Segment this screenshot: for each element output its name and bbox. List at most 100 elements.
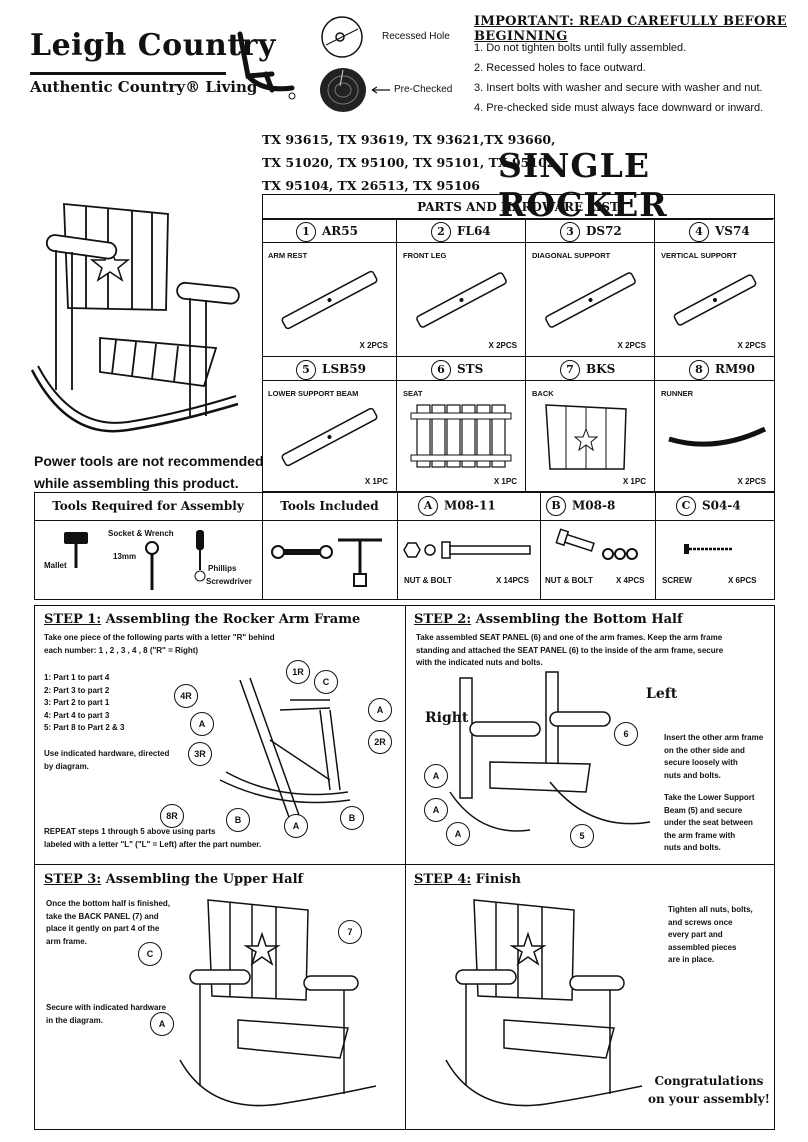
part-name: ARM REST bbox=[268, 251, 308, 260]
text-line: by diagram. bbox=[44, 761, 89, 771]
part-number: 4 bbox=[689, 221, 709, 242]
part-code: RM90 bbox=[715, 362, 755, 376]
left-label: Left bbox=[646, 686, 678, 702]
part-callout: C bbox=[314, 670, 338, 694]
tools-hardware-table bbox=[34, 492, 775, 600]
hardware-code: M08-8 bbox=[572, 498, 616, 513]
divider bbox=[397, 492, 398, 600]
rocking-chair-illustration bbox=[30, 203, 240, 433]
included-wrench-icon bbox=[271, 545, 333, 559]
power-tools-warning: Power tools are not recommended while as… bbox=[34, 450, 264, 494]
mallet-icon bbox=[64, 532, 88, 568]
step4-text: Tighten all nuts, bolts, and screws once… bbox=[668, 904, 753, 967]
hardware-name: SCREW bbox=[662, 576, 692, 585]
part-callout: 4R bbox=[174, 684, 198, 708]
text-line: assembled pieces bbox=[668, 942, 737, 952]
brand-name: Leigh Country bbox=[30, 28, 276, 63]
part-name: FRONT LEG bbox=[403, 251, 447, 260]
part-callout: 1R bbox=[286, 660, 310, 684]
screwdriver-label: Screwdriver bbox=[206, 577, 252, 586]
part-code: DS72 bbox=[586, 224, 622, 238]
part-header: 4 VS74 bbox=[655, 219, 774, 243]
tools-included-header: Tools Included bbox=[280, 499, 379, 513]
hardware-name: NUT & BOLT bbox=[404, 576, 452, 585]
part-name: LOWER SUPPORT BEAM bbox=[268, 389, 359, 398]
text-line: Take assembled SEAT PANEL (6) and one of… bbox=[416, 633, 723, 642]
right-label: Right bbox=[425, 710, 469, 726]
step3-title: STEP 3: Assembling the Upper Half bbox=[44, 872, 303, 887]
text-line: secure loosely with bbox=[664, 758, 738, 767]
important-item: 1. Do not tighten bolts until fully asse… bbox=[474, 42, 687, 54]
part-code: FL64 bbox=[457, 224, 491, 238]
part-qty: X 1PC bbox=[364, 477, 388, 486]
steps-frame bbox=[34, 605, 775, 1130]
part-callout: A bbox=[368, 698, 392, 722]
divider bbox=[655, 492, 656, 600]
part-qty: X 2PCS bbox=[737, 477, 766, 486]
text-line: take the BACK PANEL (7) and bbox=[46, 911, 159, 921]
socket-size-label: 13mm bbox=[113, 552, 137, 561]
part-qty: X 1PC bbox=[493, 477, 517, 486]
part-callout: 5 bbox=[570, 824, 594, 848]
parts-list-header: PARTS AND HARDWARE LIST bbox=[263, 195, 773, 220]
part-code: VS74 bbox=[715, 224, 750, 238]
important-title: IMPORTANT: READ CAREFULLY BEFORE BEGINNI… bbox=[474, 14, 787, 44]
phillips-screwdriver-icon bbox=[194, 530, 206, 582]
step-heading: Assembling the Rocker Arm Frame bbox=[105, 612, 361, 627]
warning-line: while assembling this product. bbox=[34, 475, 239, 491]
hardware-qty: X 14PCS bbox=[496, 576, 529, 585]
screw-icon bbox=[684, 544, 732, 554]
step-label: STEP 2: bbox=[414, 612, 472, 627]
step1-title: STEP 1: Assembling the Rocker Arm Frame bbox=[44, 612, 360, 627]
part-qty: X 2PCS bbox=[359, 341, 388, 350]
part-drawing bbox=[410, 404, 512, 468]
part-drawing bbox=[416, 272, 507, 328]
model-line: TX 93615, TX 93619, TX 93621,TX 93660, bbox=[262, 132, 556, 147]
part-callout: 7 bbox=[338, 920, 362, 944]
step-label: STEP 4: bbox=[414, 872, 472, 887]
text-line: standing and attached the SEAT PANEL (6)… bbox=[416, 645, 724, 655]
hardware-qty: X 4PCS bbox=[616, 576, 645, 585]
mallet-label: Mallet bbox=[44, 561, 67, 570]
product-title: SINGLE ROCKER bbox=[498, 146, 668, 224]
hardware-code: S04-4 bbox=[702, 498, 741, 513]
congratulations-message: Congratulations on your assembly! bbox=[648, 1072, 770, 1108]
text-line: on the other side and bbox=[664, 745, 745, 755]
important-list: 1. Do not tighten bolts until fully asse… bbox=[474, 38, 763, 118]
part-drawing bbox=[673, 274, 757, 326]
text-line: arm frame. bbox=[46, 936, 87, 946]
step1-repeat-note: REPEAT steps 1 through 5 above using par… bbox=[44, 826, 261, 851]
step-label: STEP 3: bbox=[44, 872, 102, 887]
part-header: 2 FL64 bbox=[397, 219, 525, 243]
nut-bolt-a-icon bbox=[403, 541, 531, 559]
parts-list-table: PARTS AND HARDWARE LIST bbox=[262, 194, 775, 492]
brand-divider bbox=[30, 72, 226, 75]
step3-upper-half-diagram bbox=[179, 899, 377, 1107]
model-numbers: TX 93615, TX 93619, TX 93621,TX 93660, T… bbox=[262, 128, 560, 197]
part-drawing bbox=[545, 272, 636, 328]
text-line: Once the bottom half is finished, bbox=[46, 899, 171, 908]
text-line: Tighten all nuts, bolts, bbox=[668, 905, 753, 914]
arrow-left-icon bbox=[371, 86, 390, 94]
step1-hardware-note: Use indicated hardware, directed by diag… bbox=[44, 748, 169, 773]
text-line: Congratulations bbox=[654, 1074, 764, 1088]
part-name: DIAGONAL SUPPORT bbox=[532, 251, 611, 260]
step4-title: STEP 4: Finish bbox=[414, 872, 521, 887]
part-code: LSB59 bbox=[322, 362, 366, 376]
hardware-name: NUT & BOLT bbox=[545, 576, 593, 585]
part-callout: 8R bbox=[160, 804, 184, 828]
part-name: BACK bbox=[532, 389, 554, 398]
text-line: labeled with a letter "L" ("L" = Left) a… bbox=[44, 839, 262, 849]
part-number: 2 bbox=[431, 221, 451, 242]
step-heading: Assembling the Bottom Half bbox=[475, 612, 683, 627]
divider bbox=[405, 605, 406, 1130]
